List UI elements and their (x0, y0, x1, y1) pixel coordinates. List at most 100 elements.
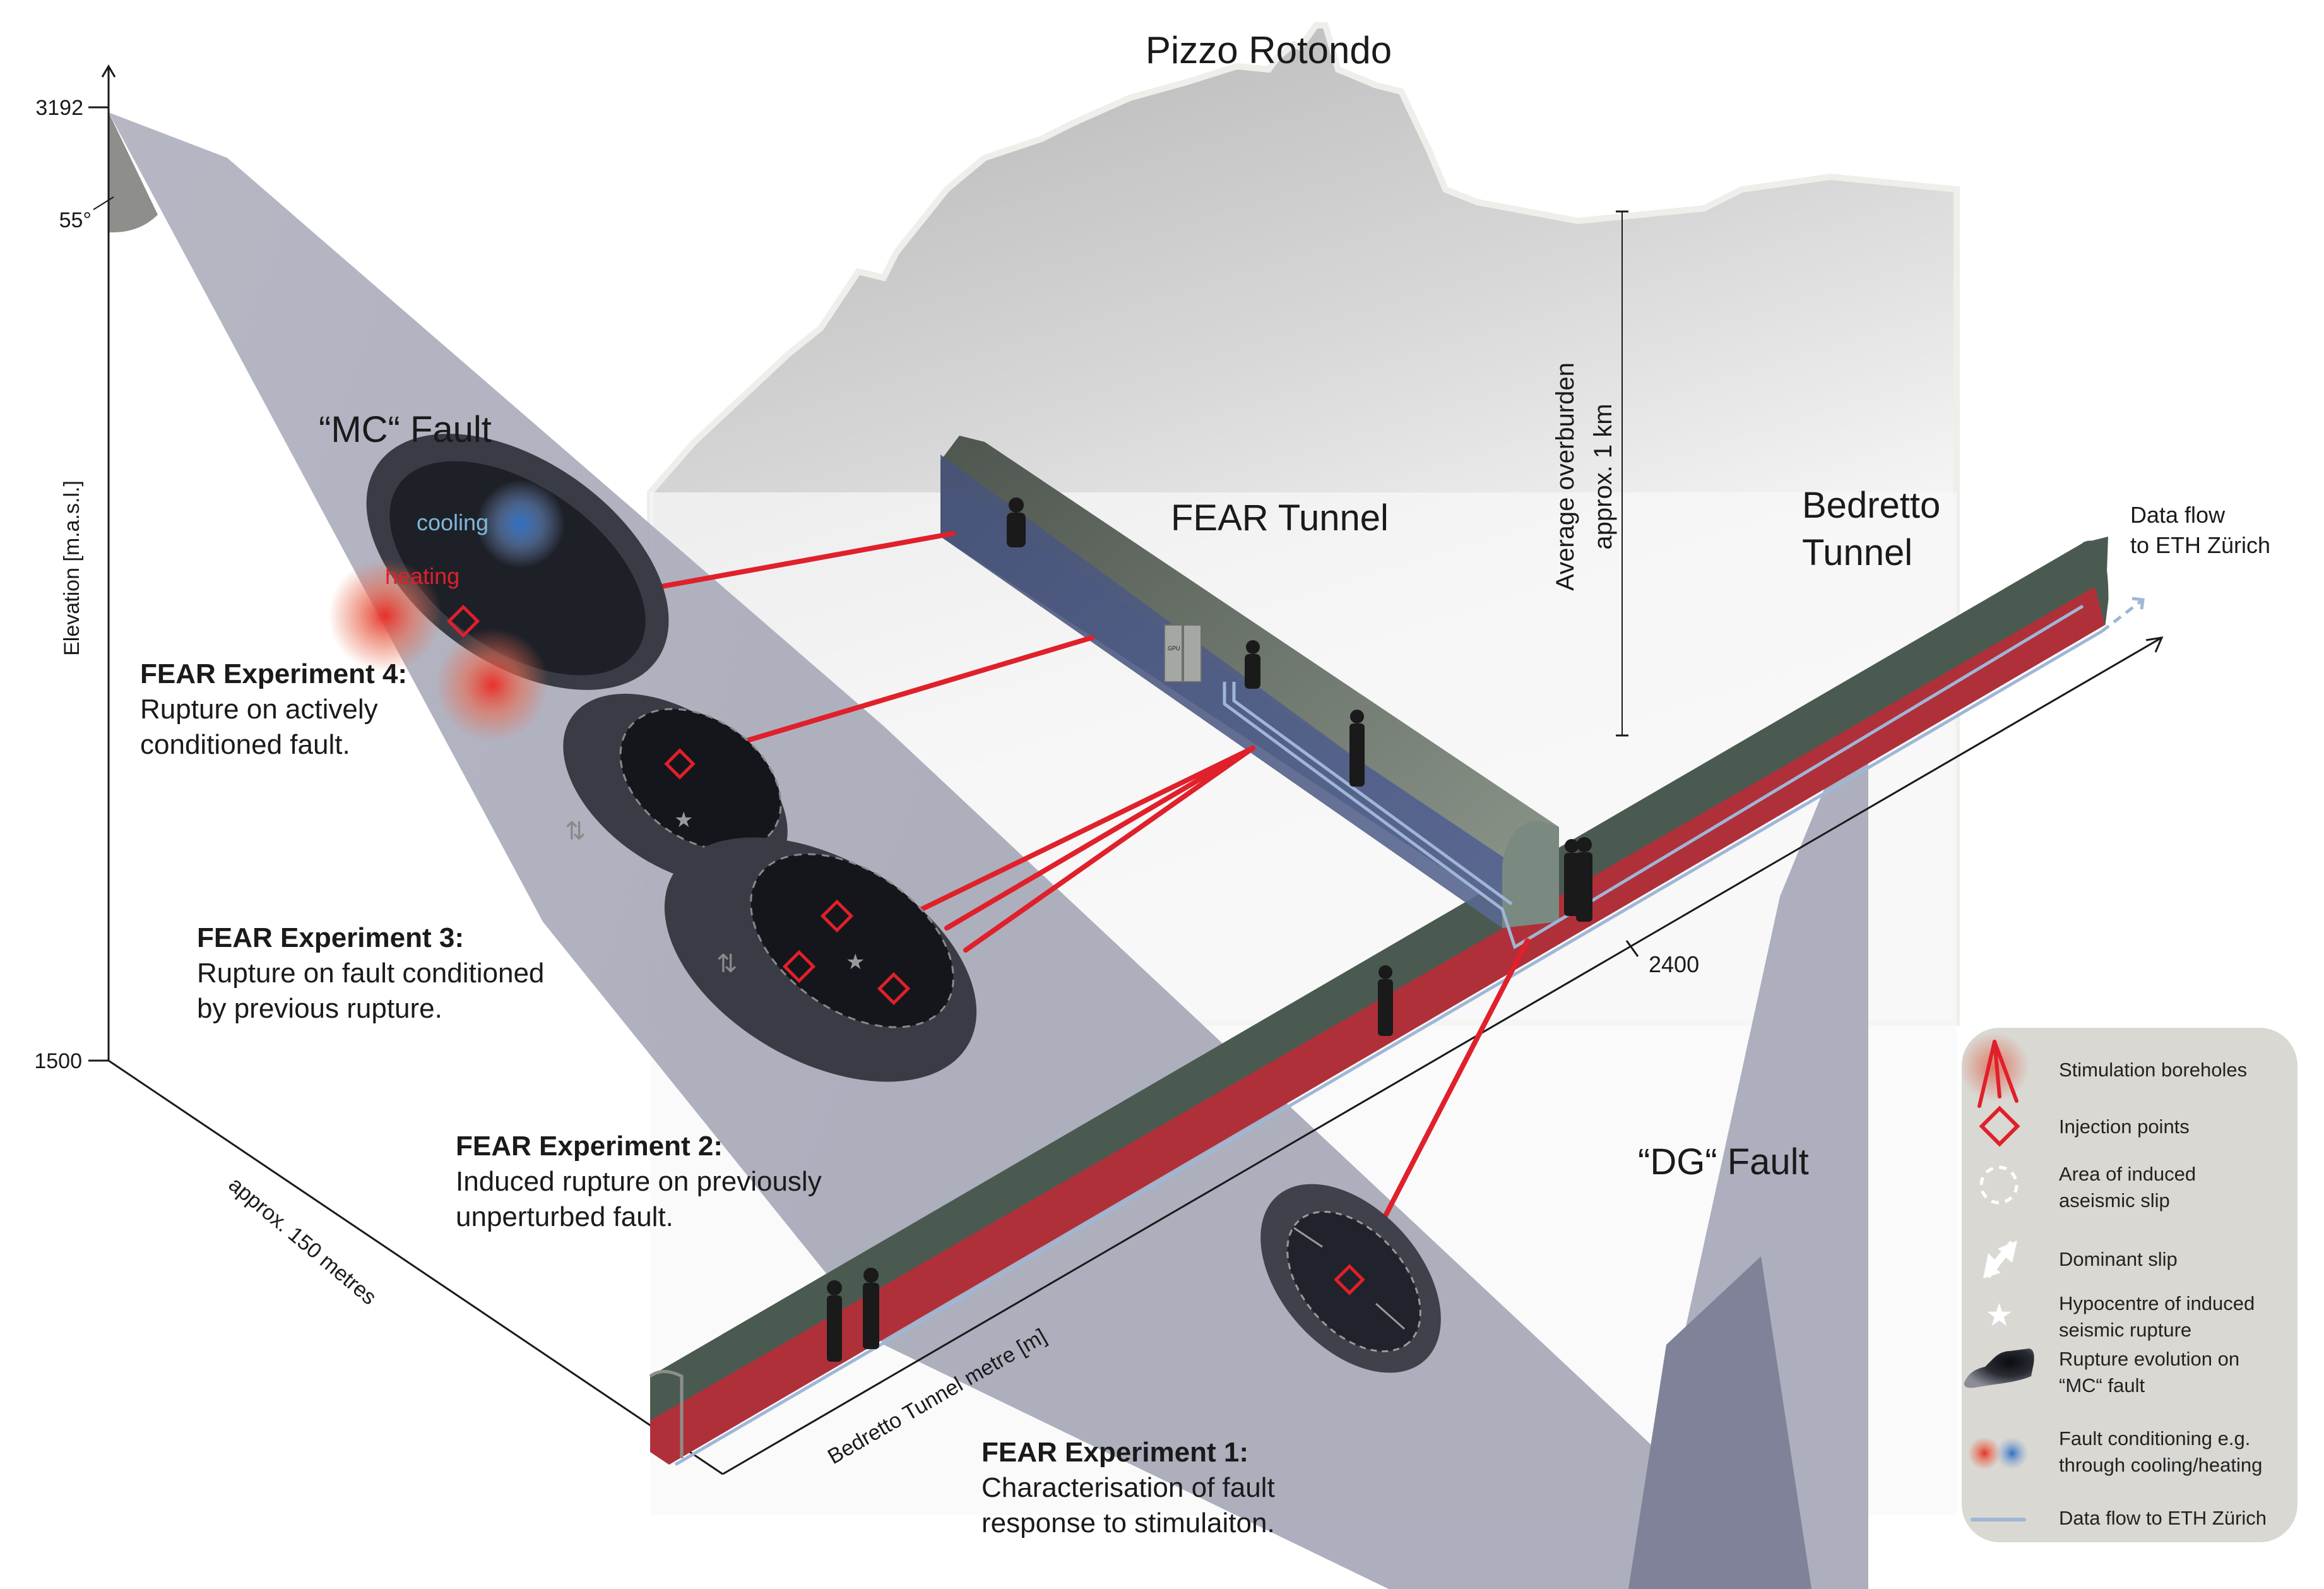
overburden-label-1: Average overburden (1551, 362, 1579, 591)
legend-background (1962, 1028, 2297, 1542)
gpu-server-rack: GPU (1164, 624, 1202, 682)
stimulation-boreholes (603, 531, 1530, 1230)
svg-text:Area of induced: Area of induced (2059, 1163, 2196, 1185)
elevation-axis-label: Elevation [m.a.s.l.] (60, 480, 84, 656)
elevation-top-tick: 3192 (35, 96, 83, 120)
injection-point-icon (1979, 1105, 2020, 1147)
legend-item-fault-conditioning: Fault conditioning e.g. through cooling/… (1968, 1427, 2262, 1476)
injection-point-icon (446, 604, 480, 638)
svg-text:unperturbed fault.: unperturbed fault. (456, 1201, 673, 1232)
person-standing-icon (1576, 837, 1592, 922)
svg-text:by previous rupture.: by previous rupture. (197, 993, 442, 1024)
legend-item-hypocentre: ★ Hypocentre of induced seismic rupture (1985, 1292, 2255, 1341)
cooling-glow-icon (477, 480, 565, 568)
svg-text:Induced rupture on previously: Induced rupture on previously (456, 1166, 822, 1197)
svg-text:Stimulation boreholes: Stimulation boreholes (2059, 1059, 2247, 1081)
overburden-label-2: approx. 1 km (1589, 403, 1617, 549)
tunnel-metre-tick-label: 2400 (1649, 951, 1699, 977)
hypocentre-star-icon: ★ (1985, 1297, 2013, 1333)
svg-text:Hypocentre of induced: Hypocentre of induced (2059, 1292, 2255, 1314)
svg-text:Rupture evolution on: Rupture evolution on (2059, 1348, 2239, 1370)
depth-axis-line (108, 1059, 723, 1475)
person-hammer-icon (1349, 710, 1365, 787)
cooling-label: cooling (417, 509, 489, 535)
injection-point-icon (877, 972, 911, 1006)
stimulation-boreholes-icon (1977, 1040, 2019, 1108)
fear-data-cable (1223, 604, 2084, 949)
hypocentre-star-icon: ★ (674, 807, 693, 833)
legend-item-injection-points: Injection points (1979, 1105, 2190, 1147)
svg-text:response to stimulaiton.: response to stimulaiton. (981, 1508, 1275, 1538)
bedretto-tunnel-label-2: Tunnel (1802, 532, 1912, 573)
heating-glow-icon (328, 559, 442, 672)
legend-item-rupture-evolution: Rupture evolution on “MC“ fault (1964, 1348, 2239, 1396)
svg-text:Injection points: Injection points (2059, 1116, 2190, 1138)
experiment-4-label: FEAR Experiment 4: Rupture on actively c… (140, 658, 407, 760)
dominant-slip-icon: ⇅ (716, 949, 738, 979)
person-left-icon (827, 1280, 842, 1362)
svg-text:“MC“ fault: “MC“ fault (2059, 1374, 2145, 1396)
heating-glow-icon (436, 628, 549, 742)
svg-text:aseismic slip: aseismic slip (2059, 1189, 2170, 1211)
dataflow-label-2: to ETH Zürich (2130, 532, 2270, 558)
page-title: Pizzo Rotondo (1146, 29, 1392, 71)
fault-disk-exp3: ★ ⇅ (563, 693, 788, 885)
injection-point-icon (782, 949, 816, 984)
injection-point-icon (820, 899, 854, 933)
svg-text:FEAR Experiment 2:: FEAR Experiment 2: (456, 1131, 723, 1162)
svg-text:Fault conditioning e.g.: Fault conditioning e.g. (2059, 1427, 2250, 1449)
person-right-icon (863, 1268, 879, 1349)
svg-text:Rupture on fault conditioned: Rupture on fault conditioned (197, 958, 544, 989)
svg-text:FEAR Experiment 1:: FEAR Experiment 1: (981, 1437, 1248, 1468)
tunnel-metre-tick (1625, 940, 1639, 957)
svg-text:through cooling/heating: through cooling/heating (2059, 1454, 2262, 1476)
mc-fault-label: “MC“ Fault (319, 409, 492, 450)
legend-item-aseismic-slip: Area of induced aseismic slip (1979, 1163, 2196, 1211)
dg-fault-label: “DG“ Fault (1638, 1141, 1809, 1182)
dip-angle-label: 55° (59, 208, 92, 232)
experiment-3-label: FEAR Experiment 3: Rupture on fault cond… (197, 922, 544, 1024)
svg-text:Data flow to ETH Zürich: Data flow to ETH Zürich (2059, 1507, 2267, 1529)
experiment-1-label: FEAR Experiment 1: Characterisation of f… (981, 1437, 1275, 1538)
fear-tunnel-label: FEAR Tunnel (1171, 497, 1389, 539)
legend-item-stimulation-boreholes: Stimulation boreholes (1960, 1032, 2247, 1108)
fault-disk-exp4 (328, 434, 669, 742)
injection-point-icon (1334, 1264, 1365, 1295)
person-tunnel-mid-icon (1378, 965, 1393, 1036)
legend: Stimulation boreholes Injection points A… (1960, 1028, 2297, 1542)
dg-fault-shadow (1628, 1256, 1811, 1589)
injection-point-icon (664, 748, 696, 780)
dataflow-label-1: Data flow (2130, 502, 2226, 528)
rupture-evolution-icon (1964, 1348, 2034, 1388)
svg-text:Rupture on actively: Rupture on actively (140, 694, 378, 725)
svg-text:seismic rupture: seismic rupture (2059, 1319, 2191, 1341)
svg-text:Characterisation of fault: Characterisation of fault (981, 1472, 1275, 1503)
person-pointing-icon (1564, 839, 1579, 916)
fault-disk-exp2: ★ ⇅ (664, 837, 977, 1082)
svg-text:conditioned fault.: conditioned fault. (140, 729, 350, 760)
svg-text:Dominant slip: Dominant slip (2059, 1248, 2178, 1270)
tunnel-metre-axis-line (722, 636, 2162, 1475)
fault-disk-exp1 (1260, 1184, 1441, 1373)
server-label: GPU (1168, 645, 1180, 652)
experiment-2-label: FEAR Experiment 2: Induced rupture on pr… (456, 1131, 822, 1232)
hypocentre-star-icon: ★ (846, 949, 865, 975)
heating-label: heating (385, 563, 459, 589)
people-silhouettes (827, 497, 1592, 1362)
depth-axis-label: approx. 150 metres (224, 1172, 381, 1309)
person-seated-icon (1245, 640, 1260, 689)
elevation-axis (88, 64, 116, 1062)
cooling-glow-icon (1996, 1437, 2029, 1470)
heating-glow-icon (1968, 1437, 2001, 1470)
elevation-bottom-tick: 1500 (34, 1049, 82, 1073)
person-crouching-icon (1007, 497, 1026, 547)
svg-text:FEAR Experiment 3:: FEAR Experiment 3: (197, 922, 464, 953)
dominant-slip-icon (1983, 1241, 2017, 1278)
legend-item-dominant-slip: Dominant slip (1983, 1241, 2178, 1278)
dominant-slip-icon: ⇅ (565, 817, 586, 846)
legend-item-data-flow: Data flow to ETH Zürich (1971, 1507, 2267, 1529)
dip-angle-wedge (109, 112, 158, 233)
bedretto-tunnel-label-1: Bedretto (1802, 485, 1940, 526)
svg-text:FEAR Experiment 4:: FEAR Experiment 4: (140, 658, 407, 689)
